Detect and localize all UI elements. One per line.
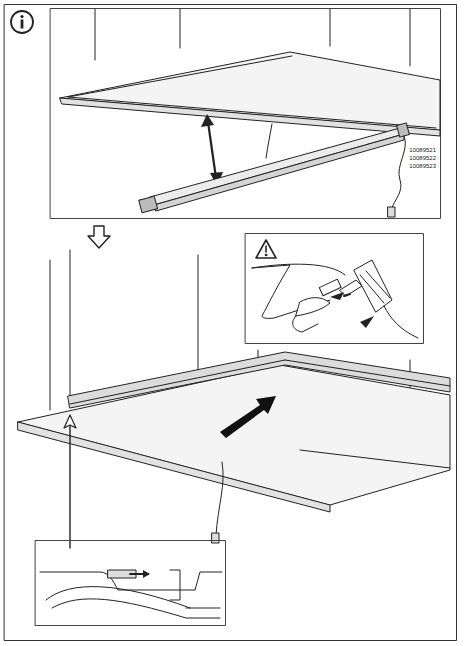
part-number: 10089523 bbox=[409, 163, 436, 170]
part-number: 10089522 bbox=[409, 155, 436, 162]
part-number: 10089521 bbox=[409, 147, 436, 154]
